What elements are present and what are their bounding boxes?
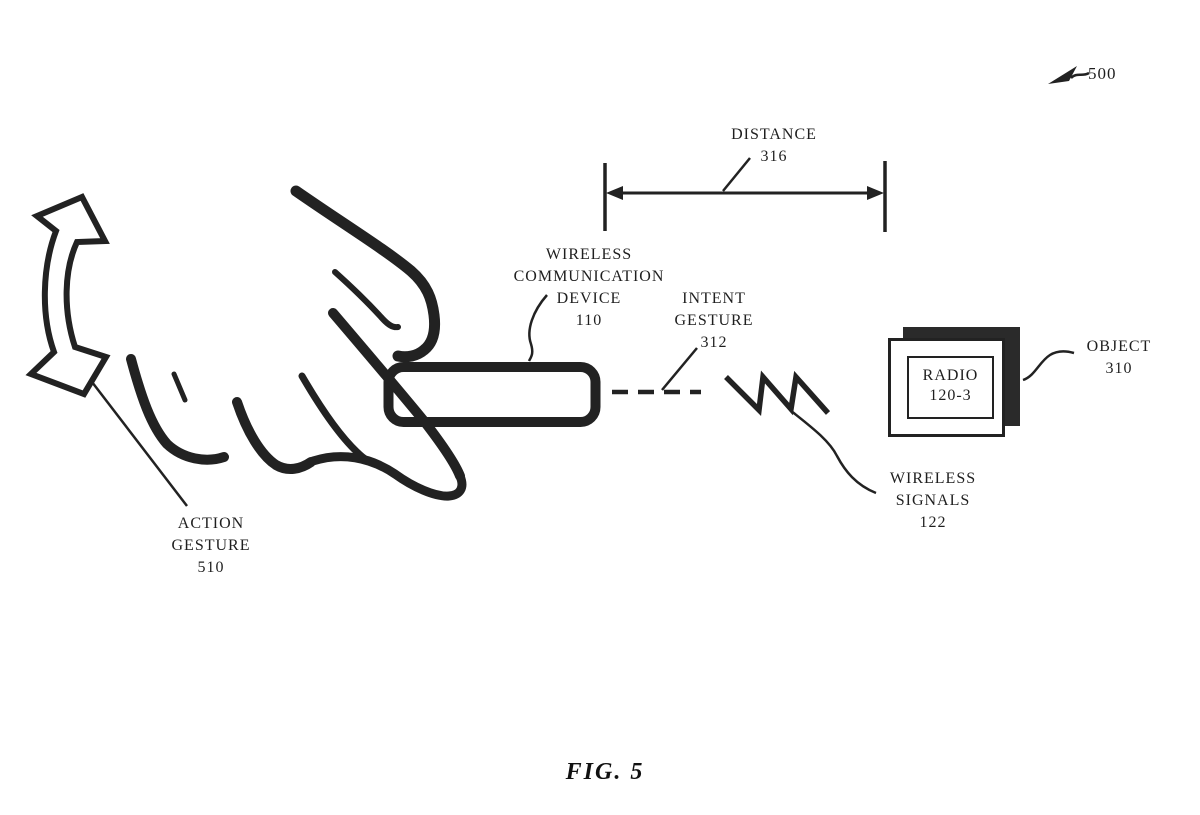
device-label-leader-line [527,294,548,362]
pinky-finger-stroke [126,354,229,465]
action-gesture-number: 510 [197,559,225,576]
middle-finger-stroke [232,397,316,474]
curled-finger-under-device-stroke [308,452,467,501]
hand-illustration [126,185,467,501]
distance-label-leader-line [722,157,751,192]
knuckle-sliver-stroke [171,371,188,403]
radio-box-label: RADIO [922,367,979,384]
wireless-signals-line-2: SIGNALS [895,492,971,509]
intent-gesture-number: 312 [700,334,728,351]
distance-label: DISTANCE 316 [684,124,864,168]
distance-dimension [603,157,887,232]
thumb-stroke [332,269,401,331]
device-label-number: 110 [575,312,603,329]
reference-arrow-tail [1070,71,1090,79]
ring-finger-stroke [298,372,380,468]
object-label-number: 310 [1105,360,1133,377]
wireless-signals-number: 122 [919,514,947,531]
distance-arrowhead-right [867,186,884,200]
figure-reference-pointer-icon [1048,66,1090,84]
action-gesture-label: ACTION GESTURE 510 [131,513,291,579]
intent-gesture-line-2: GESTURE [674,312,754,329]
reference-arrowhead [1048,66,1077,84]
intent-gesture-leader-line [661,347,698,391]
distance-arrowhead-left [606,186,623,200]
wireless-signals-line-1: WIRELESS [889,470,977,487]
wireless-communication-device-label: WIRELESS COMMUNICATION DEVICE 110 [479,244,699,332]
palm-diagonal-stroke [328,308,465,481]
wireless-signals-zigzag-icon [724,370,831,416]
wireless-signals-label: WIRELESS SIGNALS 122 [853,468,1013,534]
figure-reference-number: 500 [1088,64,1117,83]
device-label-line-1: WIRELESS [545,246,633,263]
wireless-communication-device-outline [383,362,601,427]
intent-gesture-label: INTENT GESTURE 312 [634,288,794,354]
action-gesture-line-1: ACTION [177,515,245,532]
distance-label-number: 316 [760,148,788,165]
intent-gesture-line-1: INTENT [682,290,746,307]
object-label: OBJECT 310 [1039,336,1199,380]
figure-caption: FIG. 5 [565,759,645,785]
object-label-text: OBJECT [1086,338,1152,355]
action-gesture-line-2: GESTURE [171,537,251,554]
radio-box-number: 120-3 [929,387,972,404]
object-box: RADIO 120-3 [888,338,1005,437]
distance-label-text: DISTANCE [731,126,817,143]
object-label-leader-line [1022,350,1075,382]
forearm-and-index-finger-stroke [290,185,441,363]
device-label-line-3: DEVICE [556,290,622,307]
action-gesture-leader-line [91,381,188,507]
action-gesture-double-arrow-icon [25,193,111,398]
wireless-signals-leader-line [789,409,877,495]
device-label-line-2: COMMUNICATION [513,268,665,285]
radio-box: RADIO 120-3 [907,356,994,419]
